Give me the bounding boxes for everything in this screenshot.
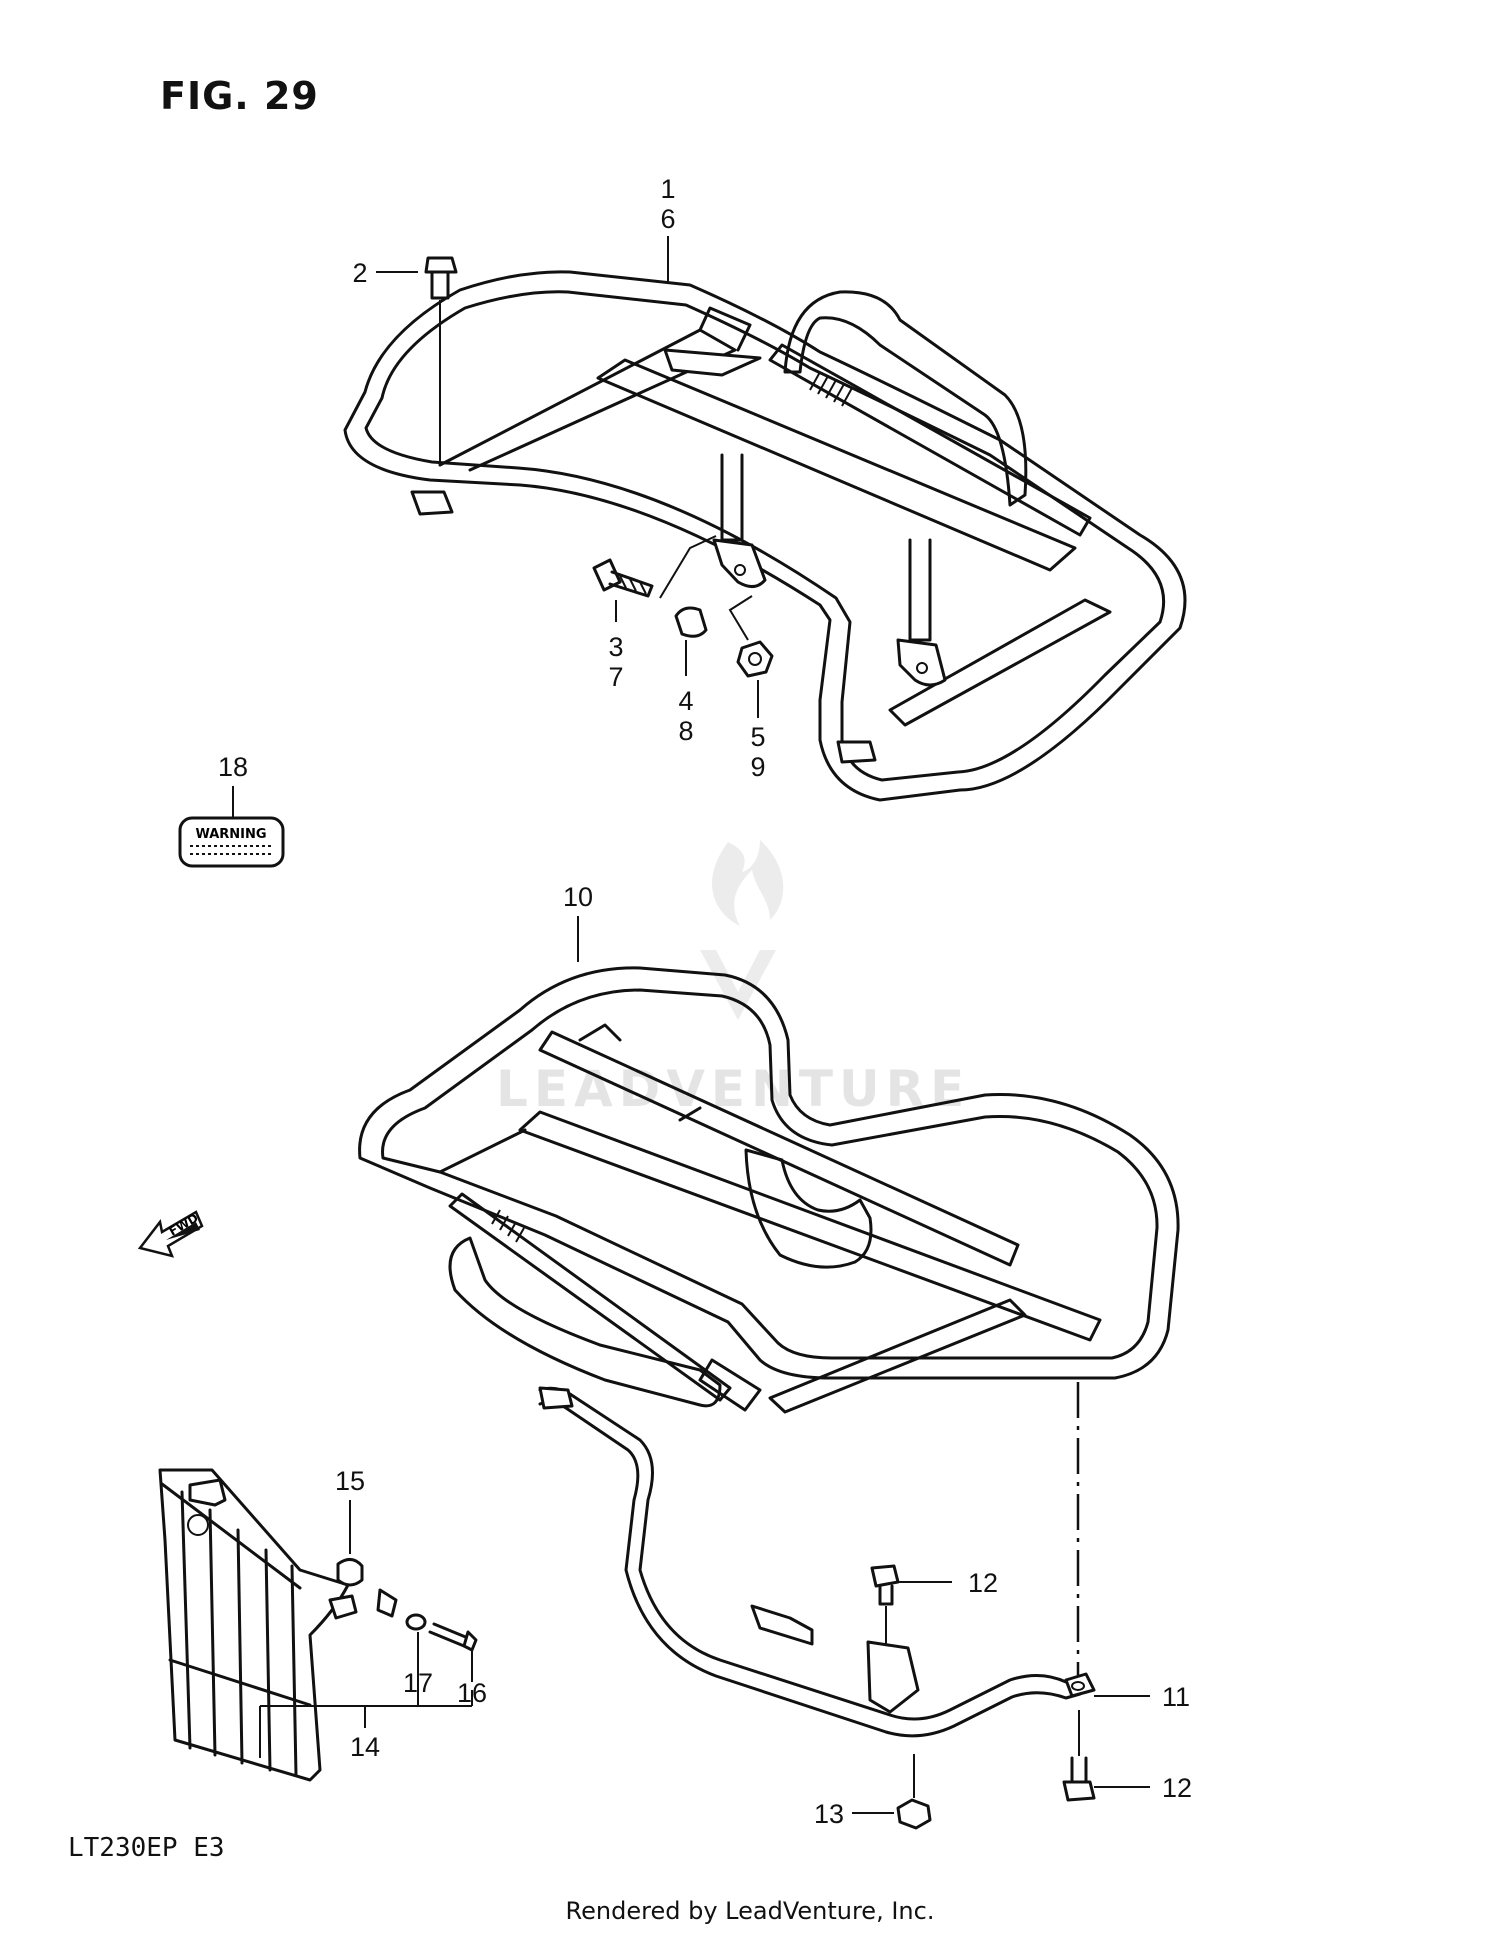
- spring: [809, 371, 853, 407]
- bracket-11: [538, 1386, 1096, 1738]
- watermark-text: LEADVENTURE: [496, 1060, 970, 1118]
- leader-nut-5: [728, 595, 753, 641]
- front-carrier: [358, 966, 1180, 1414]
- callout-18: 18: [218, 752, 248, 782]
- rear-carrier-upper: [343, 270, 1187, 802]
- bolt-3: [592, 558, 654, 598]
- spring-front: [491, 1209, 525, 1243]
- callout-11: 11: [1162, 1682, 1190, 1712]
- callout-9: 9: [750, 752, 765, 782]
- bolt-12-lower: [1062, 1710, 1096, 1802]
- callout-2: 2: [352, 258, 367, 288]
- leader-lines: [232, 236, 1150, 1814]
- spacer-4: [674, 606, 708, 638]
- washer-17: [405, 1613, 427, 1631]
- callout-10: 10: [563, 882, 593, 912]
- callout-1: 1: [660, 174, 675, 204]
- callout-8: 8: [678, 716, 693, 746]
- grill-guard-14: [158, 1468, 398, 1782]
- bolt-16: [428, 1622, 478, 1652]
- bolt-2: [424, 256, 458, 462]
- callout-17: 17: [403, 1668, 433, 1698]
- callout-12-upper: 12: [968, 1568, 998, 1598]
- callout-6: 6: [660, 204, 675, 234]
- bolt-12-upper: [870, 1564, 900, 1644]
- watermark: LEADVENTURE: [496, 840, 970, 1118]
- nut-5: [736, 640, 774, 678]
- callout-4: 4: [678, 686, 693, 716]
- fwd-arrow-icon: FWD: [137, 1210, 204, 1258]
- nut-13: [896, 1754, 932, 1830]
- figure-title: FIG. 29: [160, 74, 319, 118]
- callout-13: 13: [814, 1799, 844, 1829]
- warning-decal-text: WARNING: [195, 827, 266, 842]
- collar-15: [336, 1558, 364, 1587]
- callout-16: 16: [457, 1678, 487, 1708]
- callout-14: 14: [350, 1732, 380, 1762]
- footer-credit: Rendered by LeadVenture, Inc.: [565, 1897, 935, 1925]
- warning-decal: WARNING: [178, 816, 285, 868]
- callout-3: 3: [608, 632, 623, 662]
- callout-15: 15: [335, 1466, 365, 1496]
- callout-5: 5: [750, 722, 765, 752]
- callout-12-lower: 12: [1162, 1773, 1192, 1803]
- callout-labels: 1 6 2 3 7 4 8 5 9 18 10 15 17 16 14 12 1…: [218, 174, 1192, 1829]
- callout-7: 7: [608, 662, 623, 692]
- leader-bolt-3: [659, 535, 717, 599]
- model-code: LT230EP E3: [68, 1833, 225, 1863]
